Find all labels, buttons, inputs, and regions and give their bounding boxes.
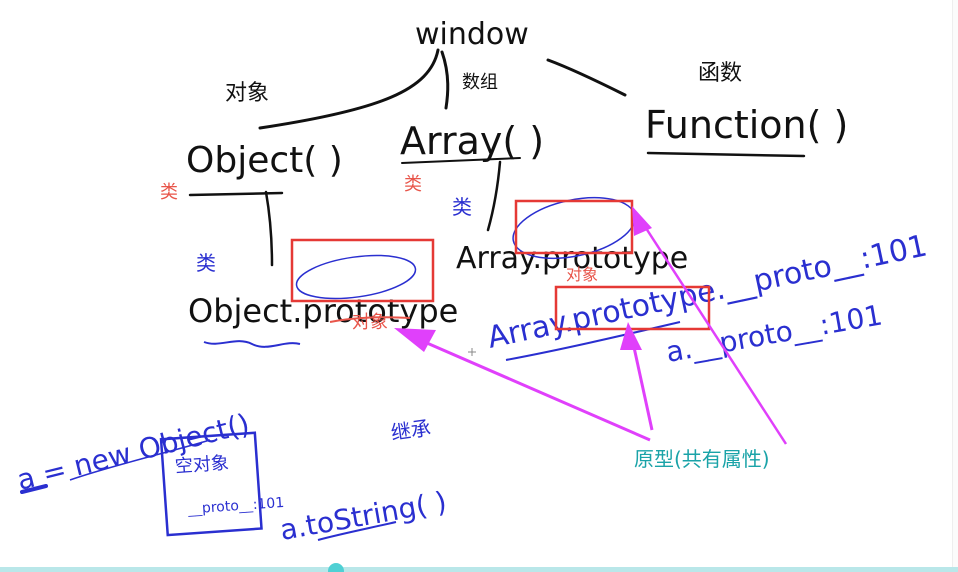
highlight-boxes [290,199,711,331]
label-inherit: 继承 [389,416,432,445]
underline-array [401,157,521,164]
label-object-above: 对象 [225,81,269,106]
blue-dash-a [20,484,48,494]
blue-wavy-under-object-prototype [203,340,301,348]
line-array-to-prototype [486,160,502,232]
arrow-to-object-prototype [419,338,651,442]
arrowhead-object-prototype [394,328,436,352]
red-annotations: 类 类 对象 对象 [160,174,598,333]
object-constructor: Object( ) [186,140,343,181]
empty-object-frame [159,431,263,537]
arrowhead-array-prototype-bottom [620,322,642,350]
array-constructor: Array( ) [400,119,544,163]
right-edge [952,0,958,572]
arrow-to-array-prototype-bottom [630,337,654,431]
empty-object-box: 空对象 __proto__:101 [159,431,285,537]
label-array-above: 数组 [462,72,498,93]
line-window-to-array [440,50,450,110]
line-window-to-function [546,58,627,97]
annotation-arrows [394,206,788,445]
highlight-array-prototype-top [514,199,634,255]
empty-object-proto: __proto__:101 [186,495,284,518]
red-scribble-under-object-proto [329,316,411,323]
arrowhead-array-prototype-top [632,206,652,236]
highlight-array-prototype-bottom [554,285,711,331]
scroll-track[interactable] [0,567,958,572]
new-object-expression: a = new Object() [14,407,253,497]
underline-function [646,151,806,158]
blue-lei-array: 类 [452,195,472,219]
cursor-mark [468,348,476,356]
label-function-above: 函数 [698,61,742,86]
blue-underline-new-object [69,439,211,481]
blue-underline-tostring [317,521,397,541]
highlight-object-prototype [290,238,435,303]
label-object-under-object-proto: 对象 [352,312,388,333]
label-object-under-array-proto: 对象 [566,265,598,284]
label-lei-array: 类 [404,174,422,195]
to-string-call: a.toString( ) [277,485,449,547]
label-lei-object: 类 [160,182,178,203]
array-prototype-top: Array.prototype [456,241,688,276]
hierarchy-lines [188,48,806,267]
blue-circle-object-prototype [295,254,417,300]
empty-object-label: 空对象 [174,453,229,478]
blue-lei-object: 类 [196,251,216,275]
underline-object [188,191,284,197]
arrow-to-array-prototype-top [640,221,788,445]
window-node: window [415,17,529,52]
line-object-to-prototype [264,190,274,267]
prototype-annotation: 原型(共有属性) [634,447,770,471]
scroll-knob[interactable] [328,563,344,572]
line-window-to-object [258,48,440,130]
function-constructor: Function( ) [645,103,848,147]
blue-underline-array-chain [505,321,681,361]
